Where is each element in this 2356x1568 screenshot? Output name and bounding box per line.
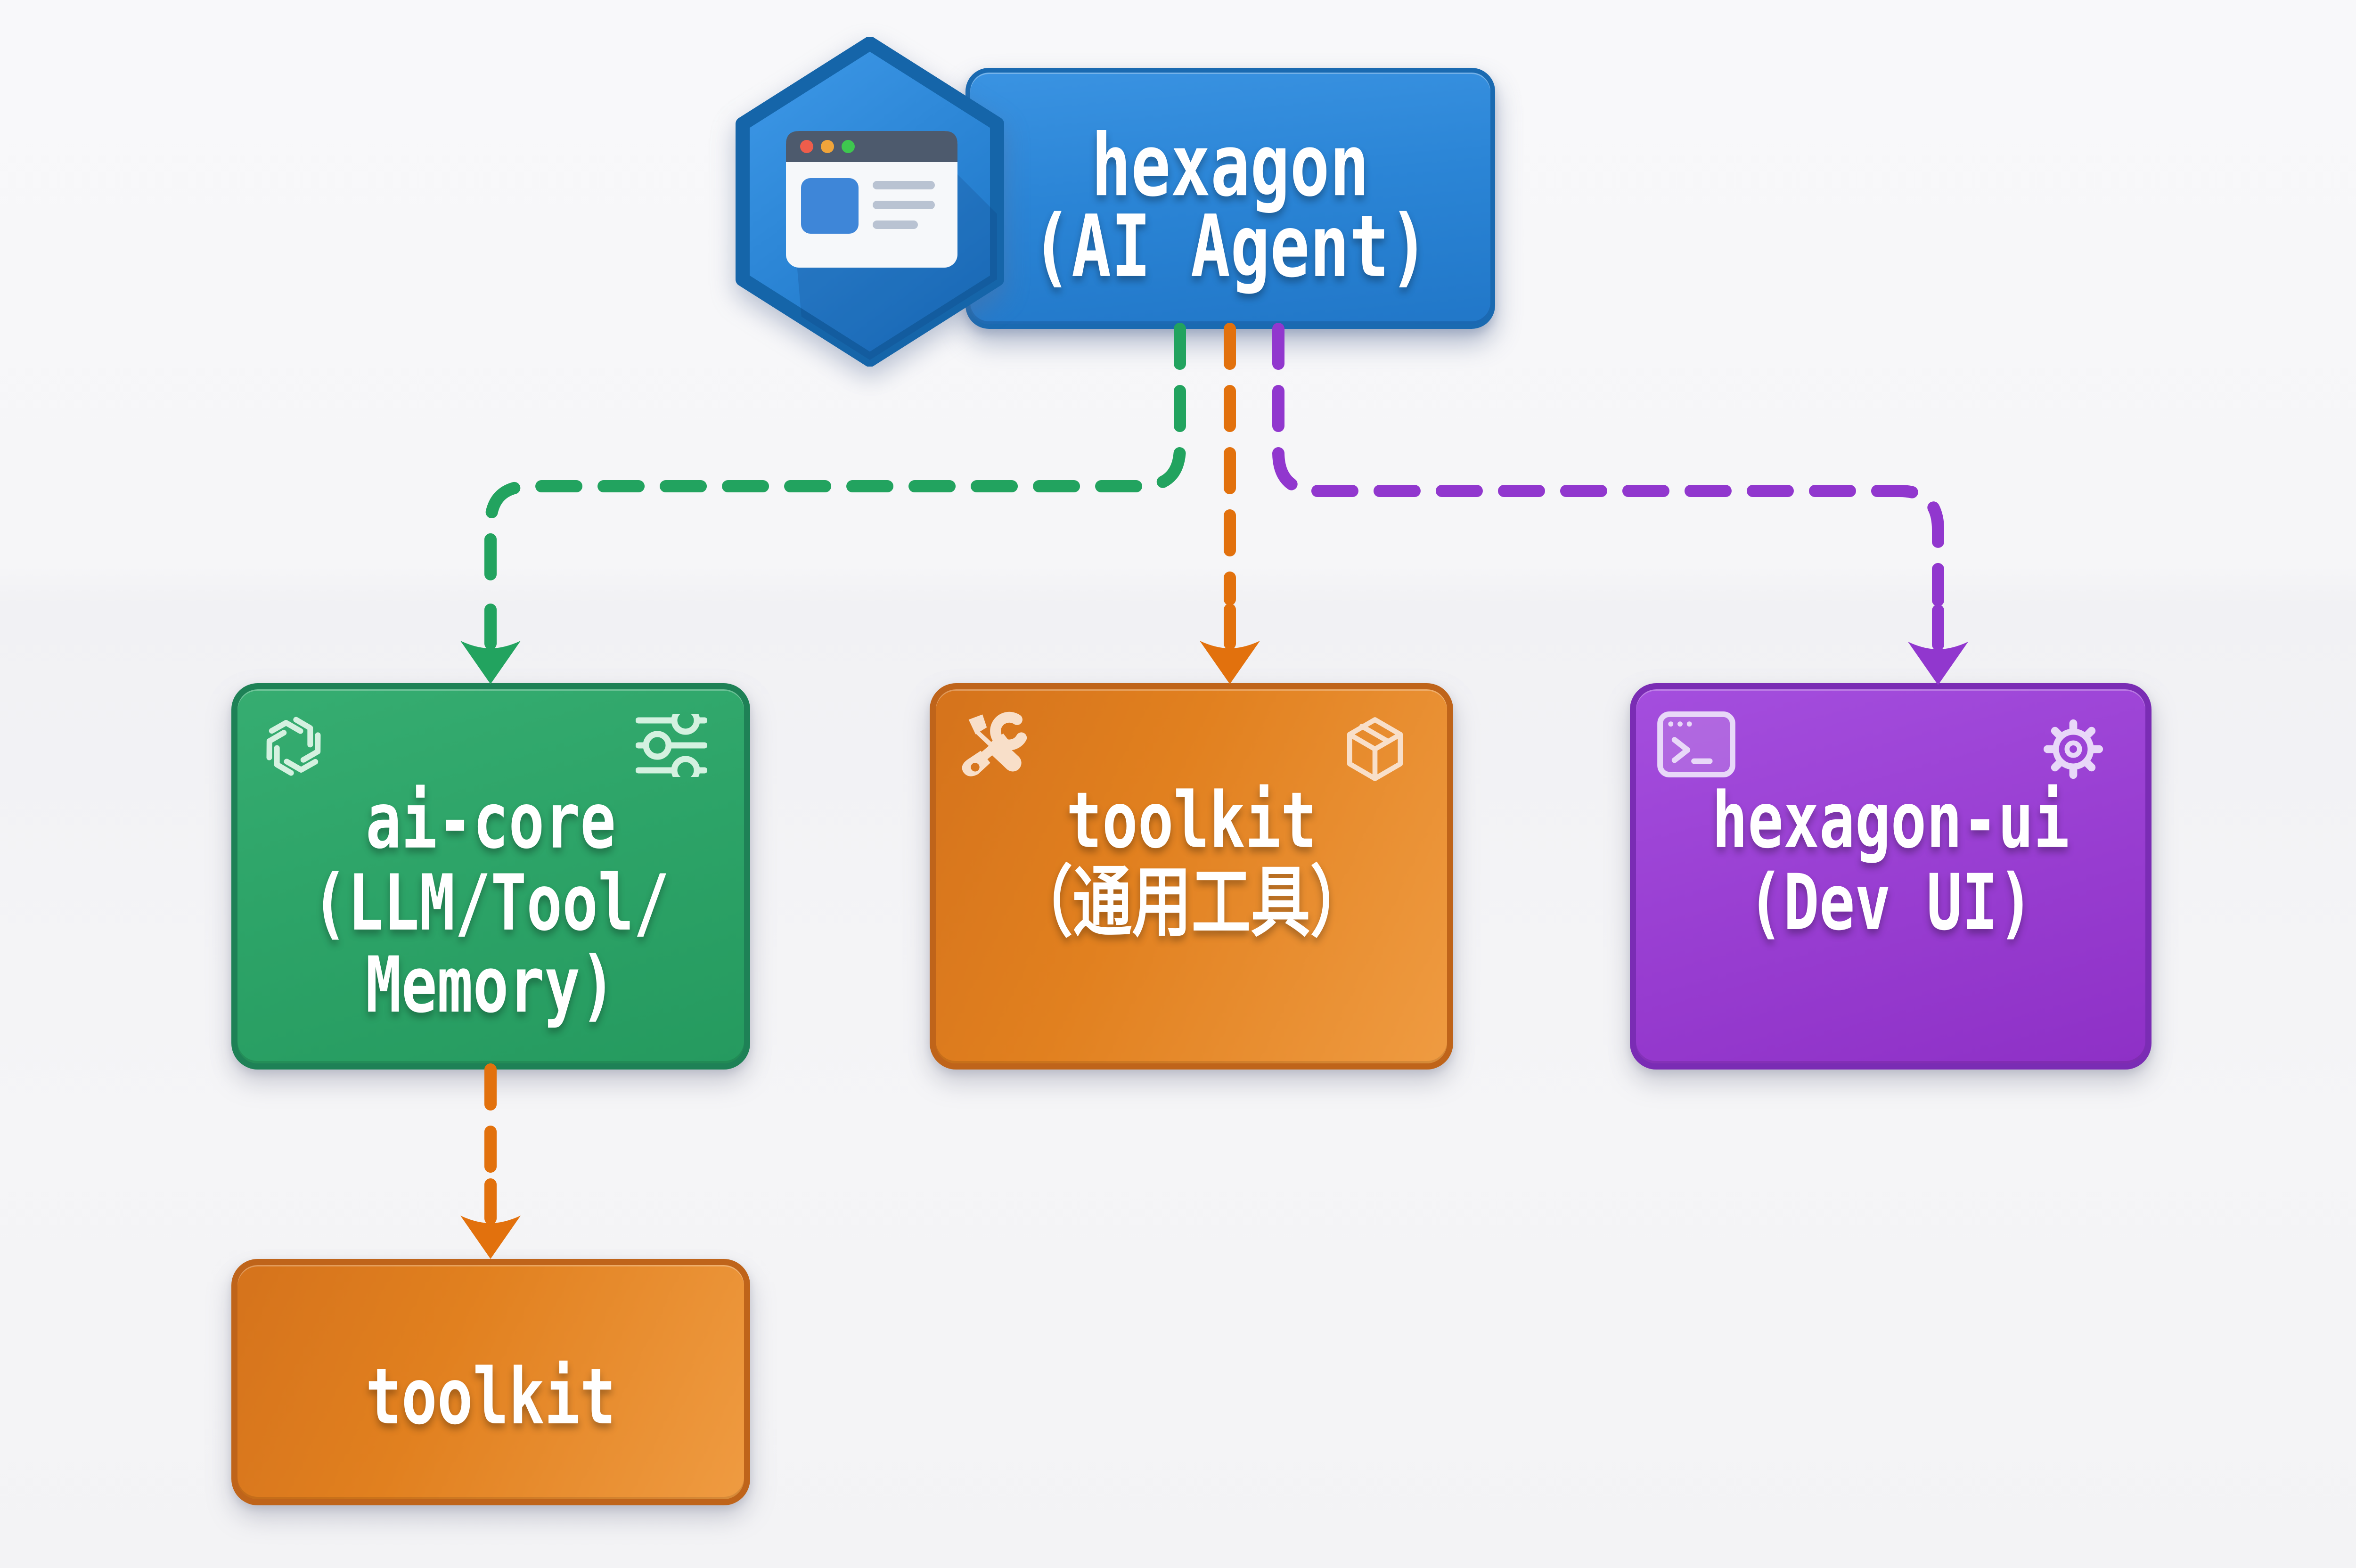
node-hexagon-root: hexagon (AI Agent) <box>965 68 1495 329</box>
package-icon <box>1347 717 1403 781</box>
node-ai-core: ai-core (LLM/Tool/ Memory) <box>231 683 750 1070</box>
edge-hexagon-to-hexagon-ui <box>1272 323 1944 606</box>
ai-core-title-line3: Memory) <box>365 940 616 1030</box>
toolkit-child-title-line1: toolkit <box>365 1351 616 1442</box>
browser-hero-block <box>801 178 859 234</box>
root-title-line1: hexagon <box>1091 116 1369 216</box>
toolkit-title-line1: toolkit <box>1066 775 1317 866</box>
edge-hexagon-to-ai-core <box>484 323 1186 605</box>
arrowhead-toolkit-child <box>460 1184 521 1259</box>
openai-logo-icon <box>266 717 321 776</box>
hexagon-ui-title: hexagon-ui (Dev UI) <box>1636 775 2145 947</box>
arrowhead-ai-core <box>460 610 521 684</box>
toolkit-title: toolkit （通用工具） <box>936 775 1447 947</box>
hexagon-ui-title-line1: hexagon-ui <box>1712 775 2070 866</box>
root-title-line2: (AI Agent) <box>1031 197 1429 297</box>
terminal-icon <box>1657 711 1735 778</box>
traffic-light-red <box>800 140 813 153</box>
traffic-light-green <box>842 140 855 153</box>
traffic-light-yellow <box>821 140 834 153</box>
node-toolkit-child: toolkit <box>231 1259 750 1505</box>
crossed-tools-icon <box>962 711 1027 776</box>
arrowhead-toolkit <box>1200 610 1260 684</box>
sliders-icon <box>636 714 707 777</box>
toolkit-child-title: toolkit <box>237 1356 744 1438</box>
arrowhead-hexagon-ui <box>1908 611 1968 685</box>
root-title: hexagon (AI Agent) <box>970 116 1490 297</box>
hexagon-browser-badge-icon <box>736 37 1004 367</box>
browser-window-icon <box>786 131 957 268</box>
node-toolkit: toolkit （通用工具） <box>930 683 1453 1070</box>
ai-core-title-line2: (LLM/Tool/ <box>312 858 670 948</box>
ai-core-title-line1: ai-core <box>365 776 616 866</box>
node-hexagon-ui: hexagon-ui (Dev UI) <box>1630 683 2151 1070</box>
toolkit-title-line2: （通用工具） <box>1013 857 1370 947</box>
hexagon-ui-title-line2: (Dev UI) <box>1748 857 2034 947</box>
ai-core-title: ai-core (LLM/Tool/ Memory) <box>237 780 744 1027</box>
gear-icon <box>2043 719 2103 779</box>
